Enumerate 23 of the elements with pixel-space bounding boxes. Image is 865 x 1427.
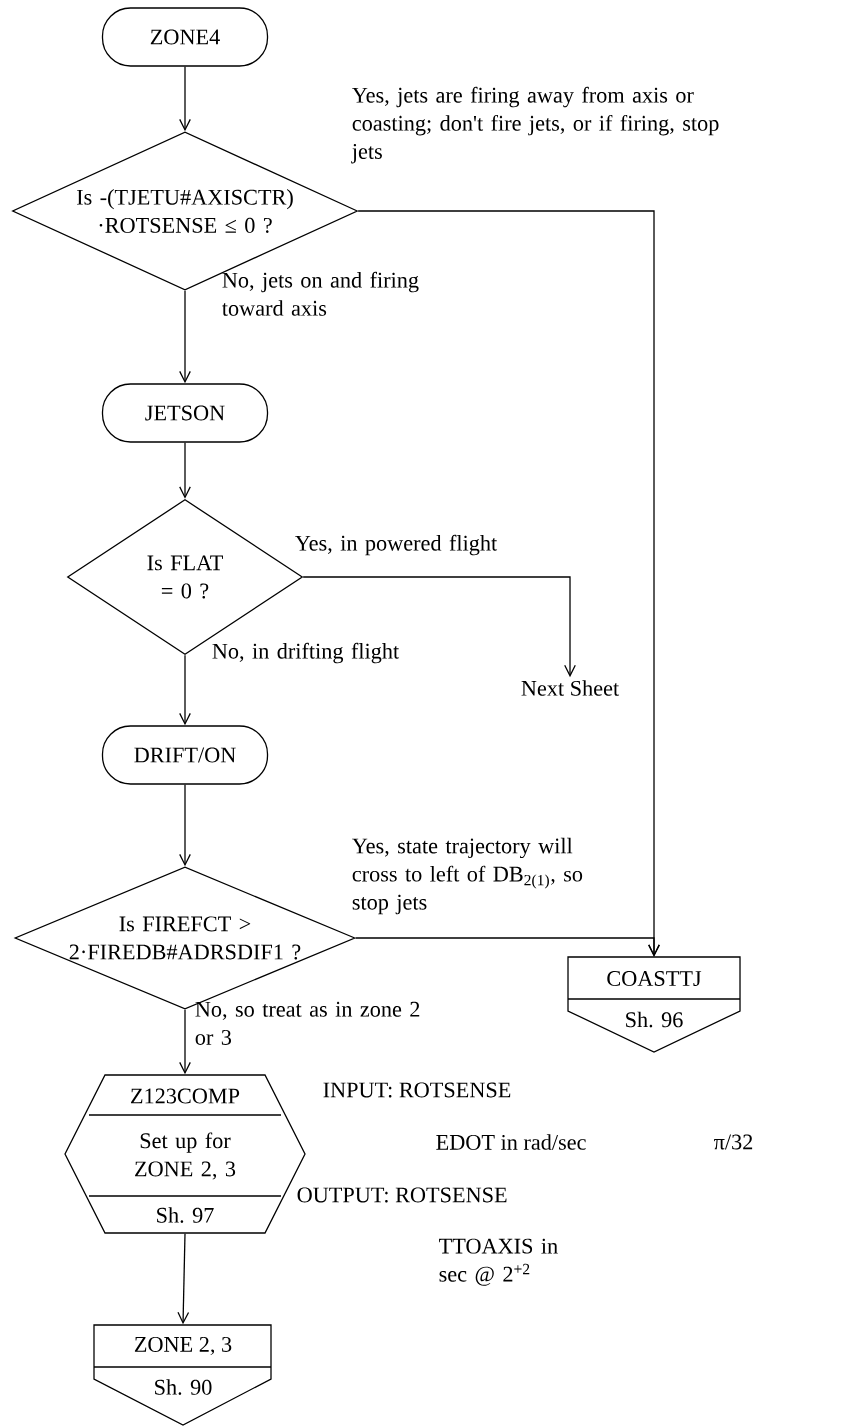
note-text: EDOT in rad/sec: [436, 1134, 586, 1150]
note-text: π/32: [713, 1134, 753, 1150]
arrow: [179, 654, 191, 726]
edge-label: No, in drifting flight: [212, 642, 399, 664]
arrow: [179, 784, 191, 867]
arrow: [355, 937, 660, 957]
arrow: [302, 576, 576, 678]
terminal-box: DRIFT/ON: [101, 725, 269, 785]
note-text: TTOAXIS in sec @ 2$^{+2}$: [439, 1238, 558, 1286]
arrow: [179, 66, 191, 132]
arrow: [179, 442, 191, 499]
arrow: [177, 1233, 190, 1325]
note-text: INPUT: ROTSENSE: [323, 1082, 511, 1098]
connector-text: Next Sheet: [521, 680, 619, 696]
arrow: [179, 290, 191, 384]
terminal-box: JETSON: [101, 383, 269, 443]
edge-label: No, jets on and firing toward axis: [222, 271, 419, 316]
edge-label: Yes, jets are firing away from axis or coasting; don't fire jets, or if firing, stop jets: [351, 86, 719, 164]
arrow: [179, 1009, 191, 1075]
offpage-connector: COASTTJ Sh. 96: [567, 956, 741, 1053]
terminal-box: ZONE4: [101, 7, 269, 67]
edge-label: Yes, in powered flight: [295, 534, 498, 556]
offpage-connector: ZONE 2, 3 Sh. 90: [93, 1324, 272, 1426]
